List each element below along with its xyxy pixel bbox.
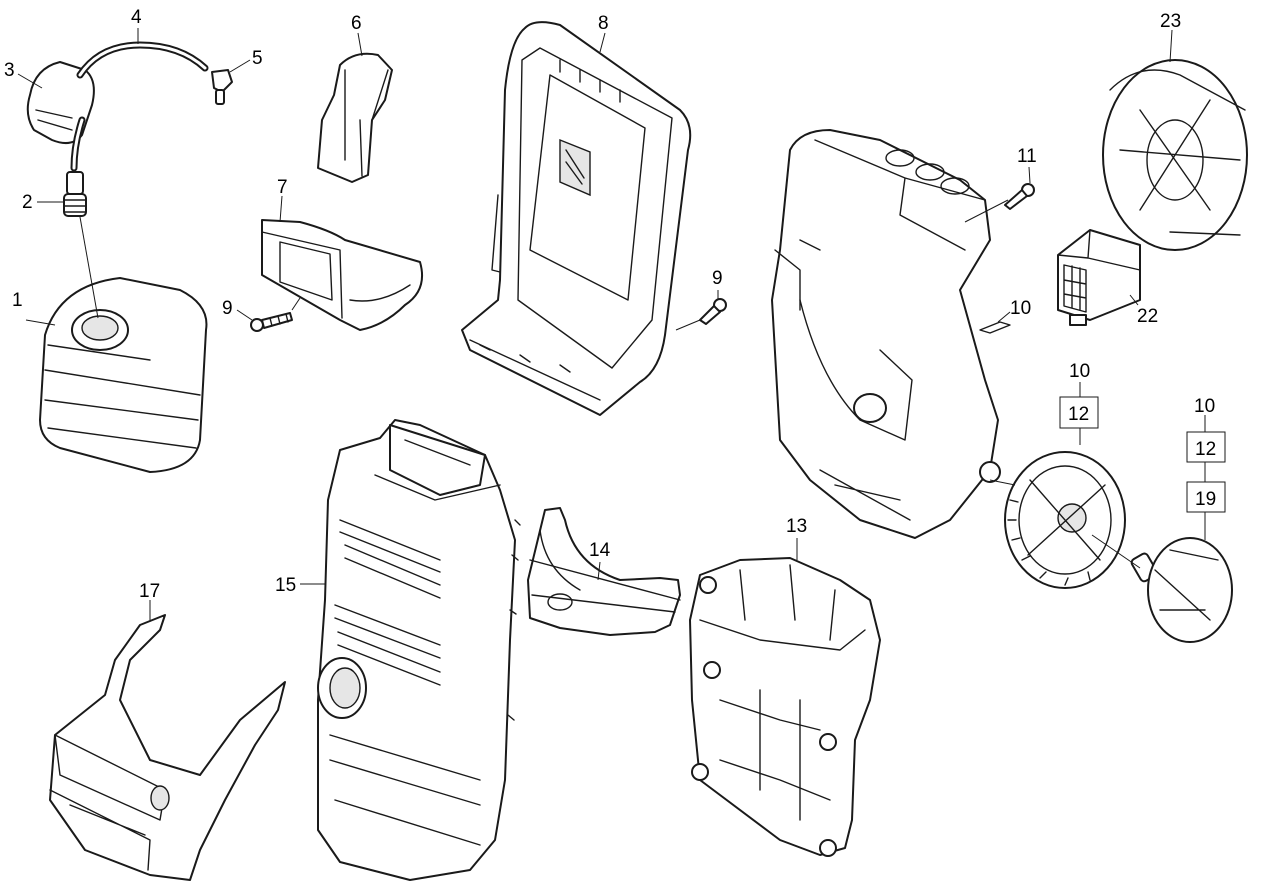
label-3: 3 [4,60,15,81]
label-12-cap: 12 [1195,439,1216,460]
rear-housing[interactable] [771,129,1001,539]
label-14: 14 [589,540,611,561]
label-10-wheel: 10 [1069,361,1090,382]
box-12-wheel-group [1059,396,1099,429]
part-2-fitting[interactable] [63,171,87,217]
box-19-cap-group [1186,481,1226,513]
label-7: 7 [277,177,288,198]
part-labels: 1 2 3 4 5 6 7 8 9 9 11 10 22 23 10 12 10… [4,7,1216,602]
part-10-clip[interactable] [979,321,1011,334]
label-10-cap: 10 [1194,396,1215,417]
label-11: 11 [1017,146,1037,167]
part-23-fan-cover[interactable] [1102,59,1248,251]
part-8-handle-frame[interactable] [461,21,692,416]
label-8: 8 [598,13,609,34]
part-17-lower-trim[interactable] [49,614,286,881]
label-6: 6 [351,13,362,34]
label-22: 22 [1137,306,1158,327]
part-9-screw-right[interactable] [699,298,727,325]
part-4-hose[interactable] [70,41,209,172]
box-12-cap-group [1186,431,1226,463]
part-11-screw[interactable] [1004,183,1035,210]
label-9-right: 9 [712,268,723,289]
part-22-filter[interactable] [1057,229,1141,326]
label-13: 13 [786,516,807,537]
part-9-screw-left[interactable] [250,312,293,332]
part-19-hub-cap[interactable] [1130,537,1233,643]
part-6-bracket[interactable] [317,52,393,183]
part-5-connector[interactable] [211,69,233,105]
label-19: 19 [1195,489,1216,510]
label-15: 15 [275,575,296,596]
label-4: 4 [131,7,142,28]
label-23: 23 [1160,11,1181,32]
label-1: 1 [12,290,23,311]
part-15-front-cover[interactable] [317,419,521,881]
part-12-wheel[interactable] [1004,451,1126,589]
label-17: 17 [139,581,160,602]
label-5: 5 [252,48,263,69]
part-7-holder-tray[interactable] [261,219,424,331]
part-3-filter-head[interactable] [26,61,95,145]
part-1-detergent-tank[interactable] [39,277,208,473]
label-9-left: 9 [222,298,233,319]
label-2: 2 [22,192,33,213]
part-13-chassis[interactable] [689,557,881,857]
label-12-wheel: 12 [1068,404,1089,425]
leader-lines [17,28,1206,622]
part-14-reel-bracket[interactable] [527,507,681,636]
label-10-housing: 10 [1010,298,1031,319]
